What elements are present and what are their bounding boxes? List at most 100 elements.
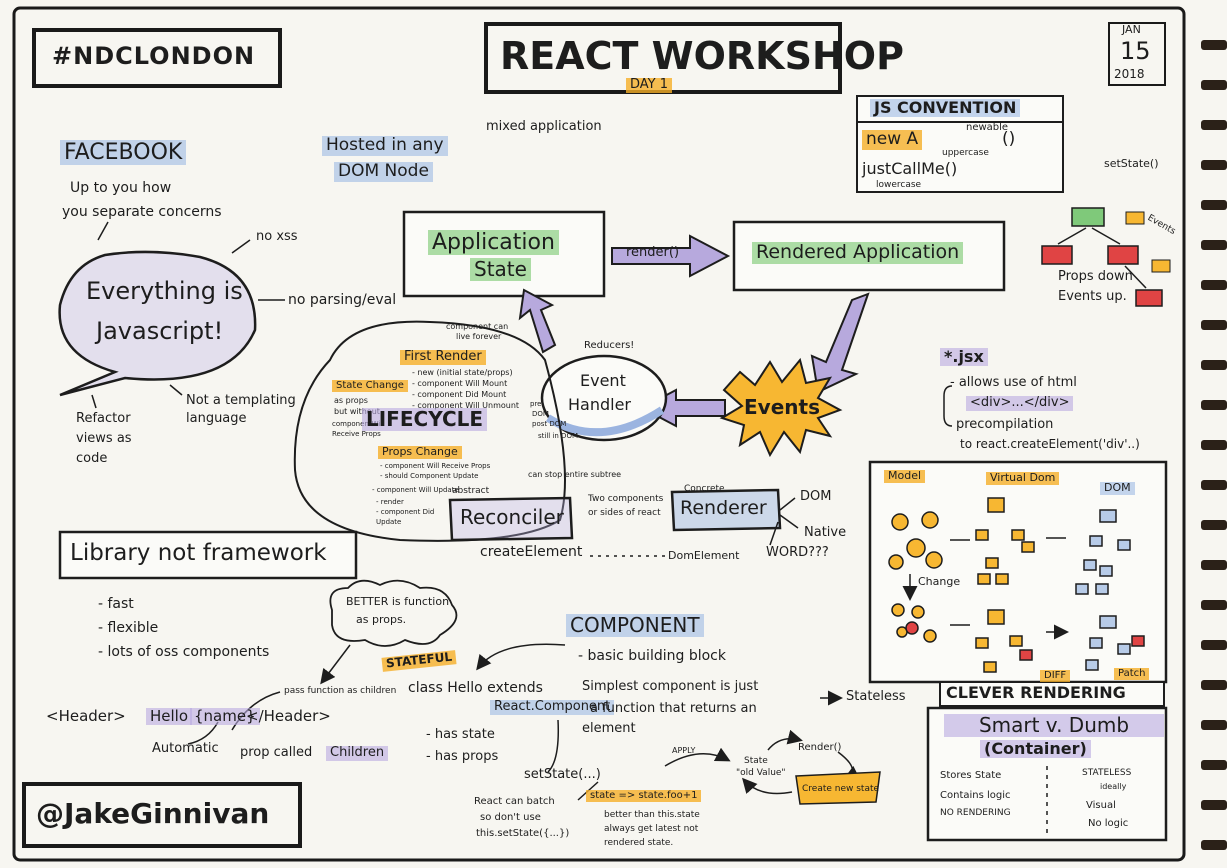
event-handler-ellipse: [540, 354, 668, 442]
jsx-line-4: to react.createElement('div'..): [960, 437, 1140, 451]
state-old-1: State: [744, 756, 768, 766]
events-label: Events: [744, 395, 820, 419]
call-row: justCallMe(): [862, 159, 958, 178]
dom-label-cr: DOM: [1100, 481, 1135, 495]
event-handler-2: Handler: [568, 395, 631, 414]
apply-label: APPLY: [672, 746, 696, 755]
rendered-app-label: Rendered Application: [752, 241, 964, 264]
better-cloud: [329, 579, 458, 647]
concerns-line-2: you separate concerns: [62, 204, 222, 220]
create-new-state: Create new state: [802, 784, 880, 794]
clever-rendering-title: CLEVER RENDERING: [946, 683, 1126, 702]
state-old-2: "old Value": [736, 768, 786, 778]
first-render-1: - new (initial state/props): [412, 368, 513, 377]
state-change-2: but without: [334, 407, 380, 416]
render-fn: Render(): [798, 742, 842, 753]
jsx-line-2: <div>...</div>: [966, 395, 1074, 411]
component-title: COMPONENT: [566, 614, 704, 637]
pre-label: pre: [530, 400, 542, 408]
virtual-dom-label: Virtual Dom: [986, 471, 1060, 485]
state-change-3: componentWill: [332, 420, 385, 428]
props-change-4: - render: [376, 498, 404, 506]
refactor-1: Refactor: [76, 411, 131, 426]
state-change-4: Receive Props: [332, 430, 381, 438]
date-month: JAN: [1122, 23, 1141, 36]
lifecycle-blob: [293, 320, 566, 542]
dumb-2: ideally: [1100, 782, 1127, 791]
simplest-1: Simplest component is just: [582, 679, 759, 694]
two-components-2: or sides of react: [588, 508, 661, 518]
simplest-3: element: [582, 721, 636, 736]
page-frame: [12, 6, 1186, 862]
header-open: <Header>: [46, 707, 126, 725]
automatic: Automatic: [152, 741, 219, 756]
comp-forever-2: live forever: [456, 332, 502, 341]
library-item-2: - flexible: [98, 620, 159, 636]
refactor-2: views as: [76, 431, 132, 446]
reconciler-label: Reconciler: [460, 505, 564, 529]
stateless-label: Stateless: [846, 689, 906, 704]
model-label: Model: [884, 469, 926, 483]
hashtag: #NDCLONDON: [52, 42, 256, 70]
library-title: Library not framework: [70, 540, 327, 566]
state-change: State Change: [332, 380, 408, 392]
jsx-line-3: precompilation: [956, 417, 1054, 432]
still-dom-label: still in DOM: [538, 432, 578, 440]
better-than-1: better than this.state: [604, 810, 700, 820]
jsx-line-1: - allows use of html: [950, 375, 1077, 390]
patch-label: Patch: [1114, 668, 1150, 680]
hashtag-box: [32, 28, 282, 88]
first-render-2: - component Will Mount: [412, 379, 508, 388]
props-change-5: - component Did: [376, 508, 435, 516]
library-item-3: - lots of oss components: [98, 644, 270, 660]
author-handle: @JakeGinnivan: [36, 797, 270, 830]
better-line-1: BETTER is function: [346, 595, 450, 608]
has-state: - has state: [426, 727, 495, 742]
app-state-line-1: Application: [428, 230, 559, 256]
smart-2: Contains logic: [940, 790, 1011, 801]
not-templating-2: language: [186, 411, 247, 426]
library-box: [58, 530, 358, 580]
refactor-3: code: [76, 451, 108, 466]
no-xss: no xss: [256, 229, 298, 244]
parens: (): [1002, 129, 1016, 149]
batch-1: React can batch: [474, 796, 555, 807]
day-label: DAY 1: [626, 77, 673, 93]
hosted-line-2: DOM Node: [334, 161, 433, 182]
abstract-label: abstract: [452, 486, 490, 496]
reducers-note: Reducers!: [584, 340, 635, 351]
batch-2: so don't use: [480, 812, 541, 823]
better-than-2: always get latest not: [604, 824, 699, 834]
jsx-title: *.jsx: [940, 347, 988, 367]
lifecycle-title: LIFECYCLE: [362, 408, 488, 431]
library-item-1: - fast: [98, 596, 134, 612]
set-state-call: setState(...): [524, 767, 601, 782]
dumb-4: No logic: [1088, 818, 1129, 829]
uppercase-note: uppercase: [942, 148, 989, 158]
state-change-1: as props: [334, 396, 368, 405]
event-handler-1: Event: [580, 371, 626, 390]
no-parsing: no parsing/eval: [288, 292, 397, 308]
smart-3: NO RENDERING: [940, 808, 1011, 818]
dumb-1: STATELESS: [1082, 768, 1132, 778]
renderer-label: Renderer: [680, 497, 767, 519]
props-change-6: Update: [376, 518, 402, 526]
smart-1: Stores State: [940, 770, 1002, 781]
app-state-line-2: State: [470, 258, 531, 281]
reconciler-box: [448, 496, 574, 542]
dumb-3: Visual: [1086, 800, 1116, 811]
change-label: Change: [918, 575, 961, 588]
create-state-burst: [795, 771, 881, 805]
has-props: - has props: [426, 749, 499, 764]
facebook-title: FACEBOOK: [60, 140, 187, 166]
better-line-2: as props.: [356, 613, 407, 626]
two-components-1: Two components: [588, 494, 664, 504]
header-close: </Header>: [246, 707, 331, 725]
hello-text: Hello: [146, 707, 193, 726]
smart-dumb-subtitle: (Container): [980, 739, 1091, 759]
date-day: 15: [1120, 37, 1151, 65]
bubble-line-2: Javascript!: [96, 317, 224, 345]
mixed-application: mixed application: [486, 119, 602, 134]
diff-label: DIFF: [1040, 670, 1071, 682]
